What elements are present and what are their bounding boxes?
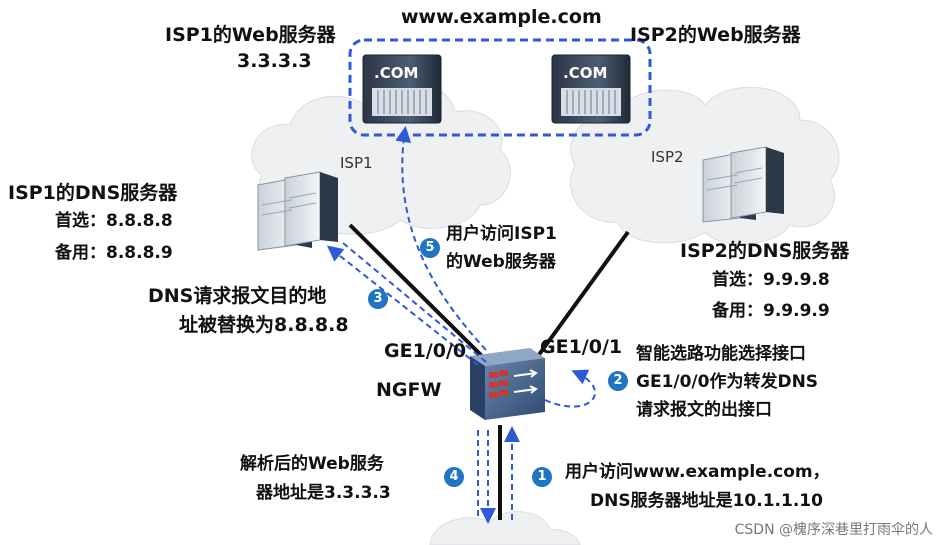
isp2-web-server-icon xyxy=(551,54,631,124)
step-4-badge: 4 xyxy=(444,467,464,487)
link-ngfw-isp1 xyxy=(348,223,484,358)
step-5-line2: 的Web服务器 xyxy=(446,252,556,272)
step-2-line2: GE1/0/0作为转发DNS xyxy=(636,372,819,392)
link-ngfw-isp2 xyxy=(536,230,630,358)
step-5-badge: 5 xyxy=(420,238,440,258)
step-2-line1: 智能选路功能选择接口 xyxy=(636,344,806,364)
step-3-line2: 址被替换为8.8.8.8 xyxy=(179,314,349,336)
step-4-line1: 解析后的Web服务 xyxy=(240,454,384,474)
web-server-group xyxy=(348,38,652,137)
ngfw-firewall-icon xyxy=(470,348,545,420)
isp2-web-title: ISP2的Web服务器 xyxy=(630,24,801,46)
isp1-web-title: ISP1的Web服务器 xyxy=(165,24,336,46)
isp1-web-server-icon xyxy=(362,54,442,124)
step-5-line1: 用户访问ISP1 xyxy=(446,224,557,244)
isp2-dns-server-icon xyxy=(702,146,784,223)
isp1-dns-server-icon xyxy=(257,171,338,251)
isp2-web-com-label: .COM xyxy=(563,64,608,82)
watermark: CSDN @槐序深巷里打雨伞的人 xyxy=(734,522,933,538)
isp1-web-com-label: .COM xyxy=(374,64,419,82)
step-1-line1: 用户访问www.example.com， xyxy=(565,462,830,482)
step-4-line2: 器地址是3.3.3.3 xyxy=(256,483,391,503)
isp2-dns-primary: 首选：9.9.9.8 xyxy=(712,270,830,290)
isp1-web-ip: 3.3.3.3 xyxy=(237,50,312,72)
isp2-cloud-label: ISP2 xyxy=(651,148,684,166)
ngfw-label: NGFW xyxy=(376,379,442,401)
isp1-dns-primary: 首选：8.8.8.8 xyxy=(55,211,173,231)
isp1-dns-title: ISP1的DNS服务器 xyxy=(8,182,178,204)
arrow-dns-request xyxy=(326,245,479,366)
isp1-dns-backup: 备用：8.8.8.9 xyxy=(55,243,173,263)
arrow-dns-request-2 xyxy=(342,242,487,363)
port-ge100-label: GE1/0/0 xyxy=(384,340,467,362)
isp2-dns-backup: 备用：9.9.9.9 xyxy=(712,301,830,321)
arrow-select-interface xyxy=(544,369,596,408)
isp1-cloud-label: ISP1 xyxy=(340,154,373,172)
step-3-badge: 3 xyxy=(368,289,388,309)
domain-label: www.example.com xyxy=(401,6,602,28)
step-2-line3: 请求报文的出接口 xyxy=(636,400,772,420)
step-2-badge: 2 xyxy=(608,371,628,391)
step-3-line1: DNS请求报文目的地 xyxy=(148,285,327,307)
arrow-user-to-isp1-web xyxy=(395,126,487,351)
isp2-dns-title: ISP2的DNS服务器 xyxy=(680,240,850,262)
step-1-line2: DNS服务器地址是10.1.1.10 xyxy=(590,491,823,511)
step-1-badge: 1 xyxy=(532,467,552,487)
user-cloud xyxy=(429,511,581,545)
flow-arrows xyxy=(326,126,596,524)
port-ge101-label: GE1/0/1 xyxy=(540,336,623,358)
